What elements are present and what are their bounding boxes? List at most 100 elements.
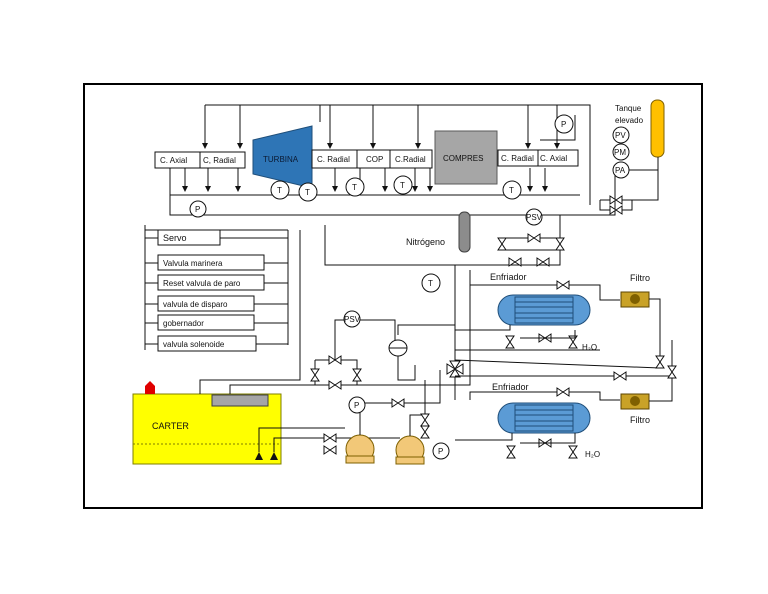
svg-text:PV: PV [615, 131, 626, 140]
pump-suction-valve[interactable] [323, 445, 337, 455]
svg-text:P: P [354, 401, 359, 410]
bearing-box-middle [311, 149, 433, 169]
suction-strainer [255, 452, 263, 460]
oil-cooler-top [497, 294, 591, 326]
oil-filter-top [620, 291, 650, 308]
filter-outlet-valve[interactable] [667, 365, 677, 379]
control-device-label: Servo [163, 233, 187, 243]
sump-cover [211, 394, 269, 407]
check-valve[interactable] [420, 425, 430, 439]
svg-text:PSV: PSV [526, 213, 543, 222]
relief-valve[interactable] [328, 380, 342, 390]
psv-drain-valve[interactable] [555, 237, 565, 251]
pressure-gauge: P [348, 396, 366, 414]
elevated-tank [650, 99, 665, 158]
pressure-gauge: P [189, 200, 207, 218]
pressure-gauge: P [432, 442, 450, 460]
cop-label: COP [366, 155, 383, 164]
diagram-frame [83, 83, 703, 509]
water-label-top: H₂O [582, 343, 597, 352]
svg-text:PSV: PSV [344, 315, 361, 324]
filter-outlet-valve[interactable] [655, 355, 665, 369]
svg-text:P: P [438, 447, 443, 456]
svg-text:PA: PA [615, 166, 626, 175]
oil-cooler-bottom [497, 402, 591, 434]
filter-outlet-valve[interactable] [613, 371, 627, 381]
cooler-inlet-valve[interactable] [556, 387, 570, 397]
tank-valve[interactable] [609, 195, 623, 205]
auxiliary-oil-pump [395, 435, 425, 465]
transfer-valve[interactable] [446, 360, 464, 378]
svg-text:T: T [352, 183, 357, 192]
svg-text:T: T [400, 181, 405, 190]
elevated-tank-label-2: elevado [615, 116, 644, 125]
psv-drain-valve[interactable] [497, 237, 507, 251]
discharge-valve[interactable] [391, 398, 405, 408]
control-device-item: valvula de disparo [145, 295, 288, 312]
temperature-gauge: T [298, 182, 318, 202]
compressor [434, 130, 498, 185]
svg-text:PM: PM [614, 148, 626, 157]
svg-text:P: P [195, 205, 200, 214]
control-device-item: Servo [145, 229, 288, 246]
nitrogen-accumulator [458, 211, 471, 253]
control-device-label: valvula de disparo [163, 300, 228, 309]
control-device-item: valvula solenoide [145, 335, 288, 352]
pump-suction-valve[interactable] [323, 433, 337, 443]
pressure-safety-valve: PSV [525, 208, 543, 226]
vent-cap [145, 381, 155, 394]
pressure-alarm-indicator: PA [612, 161, 630, 179]
cooler-inlet-valve[interactable] [556, 280, 570, 290]
control-device-label: gobernador [163, 319, 204, 328]
temperature-gauge: T [270, 180, 290, 200]
cooler-bottom-label: Enfriador [492, 382, 529, 392]
control-device-item: Valvula marinera [145, 254, 288, 271]
control-device-label: valvula solenoide [163, 340, 225, 349]
relief-valve[interactable] [310, 368, 320, 382]
svg-text:T: T [428, 279, 433, 288]
svg-text:T: T [277, 186, 282, 195]
cooler-drain-valve[interactable] [505, 335, 515, 349]
temperature-gauge: T [345, 177, 365, 197]
pressure-safety-valve: PSV [343, 310, 361, 328]
svg-text:T: T [509, 186, 514, 195]
turbine-label: TURBINA [263, 155, 299, 164]
radial-bearing-2-label: C.Radial [395, 155, 426, 164]
control-device-label: Valvula marinera [163, 259, 223, 268]
radial-bearing-1-label: C. Radial [317, 155, 350, 164]
sump-label: CARTER [152, 421, 189, 431]
pressure-valve-indicator: PV [612, 126, 630, 144]
control-device-item: Reset valvula de paro [145, 274, 288, 291]
pressure-meter-indicator: PM [612, 143, 630, 161]
water-label-bottom: H₂O [585, 450, 600, 459]
svg-text:P: P [561, 120, 566, 129]
temperature-gauge: T [421, 273, 441, 293]
check-valve[interactable] [420, 413, 430, 427]
filter-top-label: Filtro [630, 273, 650, 283]
radial-bearing-left-label: C, Radial [203, 156, 236, 165]
relief-valve[interactable] [352, 368, 362, 382]
tank-valve[interactable] [609, 205, 623, 215]
psv-isolation-valve[interactable] [527, 233, 541, 243]
axial-bearing-left-label: C. Axial [160, 156, 187, 165]
filter-bottom-label: Filtro [630, 415, 650, 425]
axial-bearing-right-label: C. Axial [540, 154, 567, 163]
temperature-gauge: T [393, 175, 413, 195]
cooler-top-label: Enfriador [490, 272, 527, 282]
cooler-drain-valve[interactable] [506, 445, 516, 459]
nitrogen-label: Nitrógeno [406, 237, 445, 247]
pressure-gauge: P [554, 114, 574, 134]
main-oil-pump [345, 434, 375, 464]
temperature-gauge: T [502, 180, 522, 200]
elevated-tank-label-1: Tanque [615, 104, 642, 113]
oil-return-header [169, 155, 659, 266]
compressor-label: COMPRES [443, 154, 483, 163]
water-drain-valve[interactable] [568, 445, 578, 459]
radial-bearing-3-label: C. Radial [501, 154, 534, 163]
control-device-item: gobernador [145, 314, 288, 331]
control-device-label: Reset valvula de paro [163, 279, 241, 288]
suction-strainer [270, 452, 278, 460]
svg-text:T: T [305, 188, 310, 197]
